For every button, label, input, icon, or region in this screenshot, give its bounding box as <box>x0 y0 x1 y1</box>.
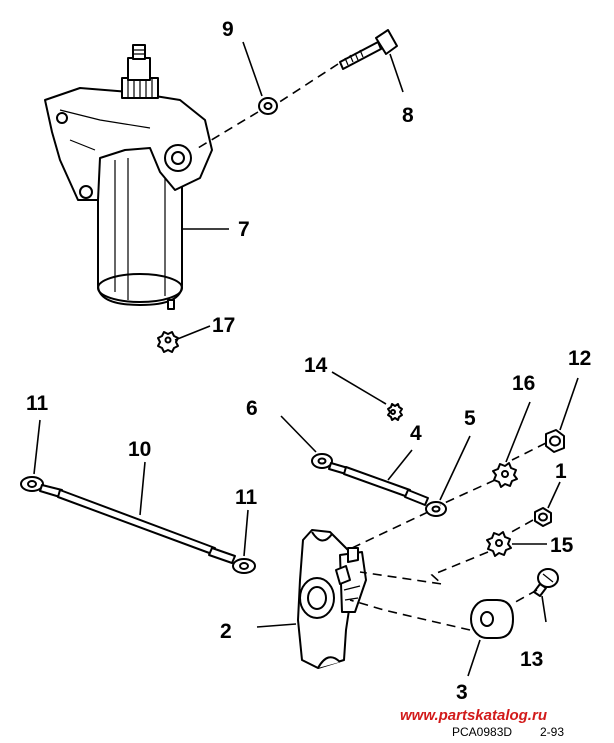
callout-15: 15 <box>550 534 574 557</box>
callout-3: 3 <box>456 681 468 704</box>
drawing-code: PCA0983D <box>452 725 512 739</box>
lockwasher-15 <box>486 531 512 557</box>
callout-11-left: 11 <box>26 392 49 415</box>
nut-1 <box>534 507 552 527</box>
callout-16: 16 <box>512 372 535 395</box>
lockwasher-17 <box>157 331 179 353</box>
callout-11-right: 11 <box>235 486 258 509</box>
callout-14: 14 <box>304 354 328 377</box>
watermark-text: www.partskatalog.ru <box>400 707 547 724</box>
callout-4: 4 <box>410 422 422 445</box>
battery-cable-10 <box>20 476 256 574</box>
callout-10: 10 <box>128 438 151 461</box>
callout-17: 17 <box>212 314 235 337</box>
screw-13 <box>533 568 559 597</box>
callout-8: 8 <box>402 104 414 127</box>
callout-2: 2 <box>220 620 232 643</box>
bolt-8 <box>339 29 398 70</box>
grommet-3 <box>470 599 514 639</box>
callout-13: 13 <box>520 648 543 671</box>
callout-6: 6 <box>246 397 258 420</box>
callout-9: 9 <box>222 18 234 41</box>
lockwasher-9 <box>258 97 278 115</box>
nut-12 <box>545 429 565 453</box>
solenoid-2 <box>297 529 367 669</box>
lockwasher-14 <box>387 403 403 421</box>
callout-1: 1 <box>555 460 567 483</box>
callout-labels: 9 8 7 17 14 12 16 6 4 5 1 15 13 3 2 11 1… <box>26 18 591 704</box>
leader-lines <box>33 41 579 677</box>
starter-motor <box>44 44 213 310</box>
assembly-axes-solenoid <box>349 442 547 631</box>
starter-cable-4 <box>311 453 447 517</box>
lockwasher-16 <box>492 462 518 488</box>
callout-5: 5 <box>464 407 476 430</box>
callout-7: 7 <box>238 218 250 241</box>
callout-12: 12 <box>568 347 591 370</box>
date-code: 2-93 <box>540 725 564 739</box>
assembly-axis-starter <box>197 63 339 149</box>
